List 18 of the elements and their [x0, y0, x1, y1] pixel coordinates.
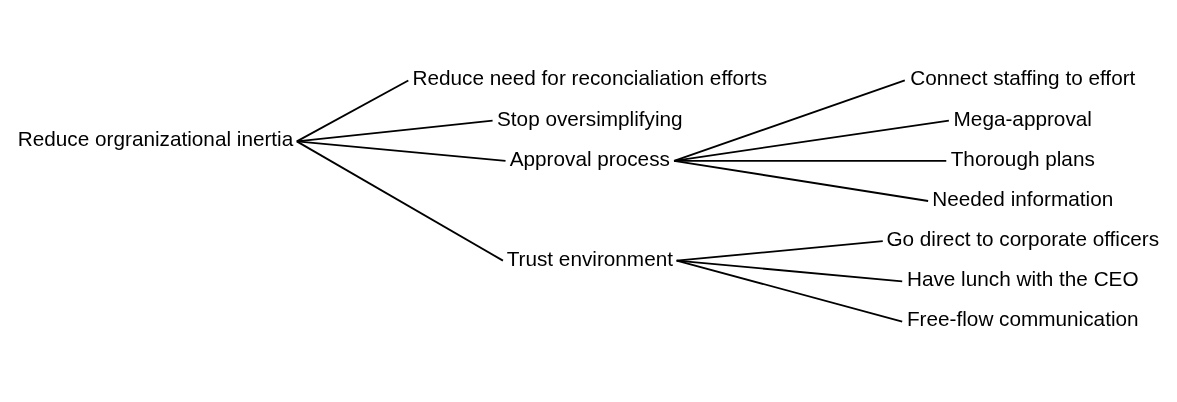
- node-text: Go direct to corporate officers: [886, 227, 1160, 251]
- node-text: Mega-approval: [953, 106, 1092, 130]
- node-text: Reduce orgranizational inertia: [17, 127, 294, 151]
- node-text: Free-flow communication: [906, 307, 1139, 331]
- node-text: Needed information: [932, 186, 1114, 210]
- connector: [295, 140, 504, 262]
- connector: [295, 119, 494, 143]
- node-text: Reduce need for reconcialiation efforts: [412, 66, 768, 90]
- node-text: Stop oversimplifying: [497, 106, 683, 130]
- connector: [295, 79, 410, 143]
- node-text: Trust environment: [506, 246, 673, 270]
- node-text: Approval process: [509, 146, 670, 170]
- node-text: Have lunch with the CEO: [906, 267, 1139, 291]
- node-text: Thorough plans: [950, 146, 1095, 170]
- connector: [673, 79, 906, 162]
- node-text: Connect staffing to effort: [910, 66, 1136, 90]
- connector: [675, 259, 904, 323]
- connector: [673, 159, 930, 202]
